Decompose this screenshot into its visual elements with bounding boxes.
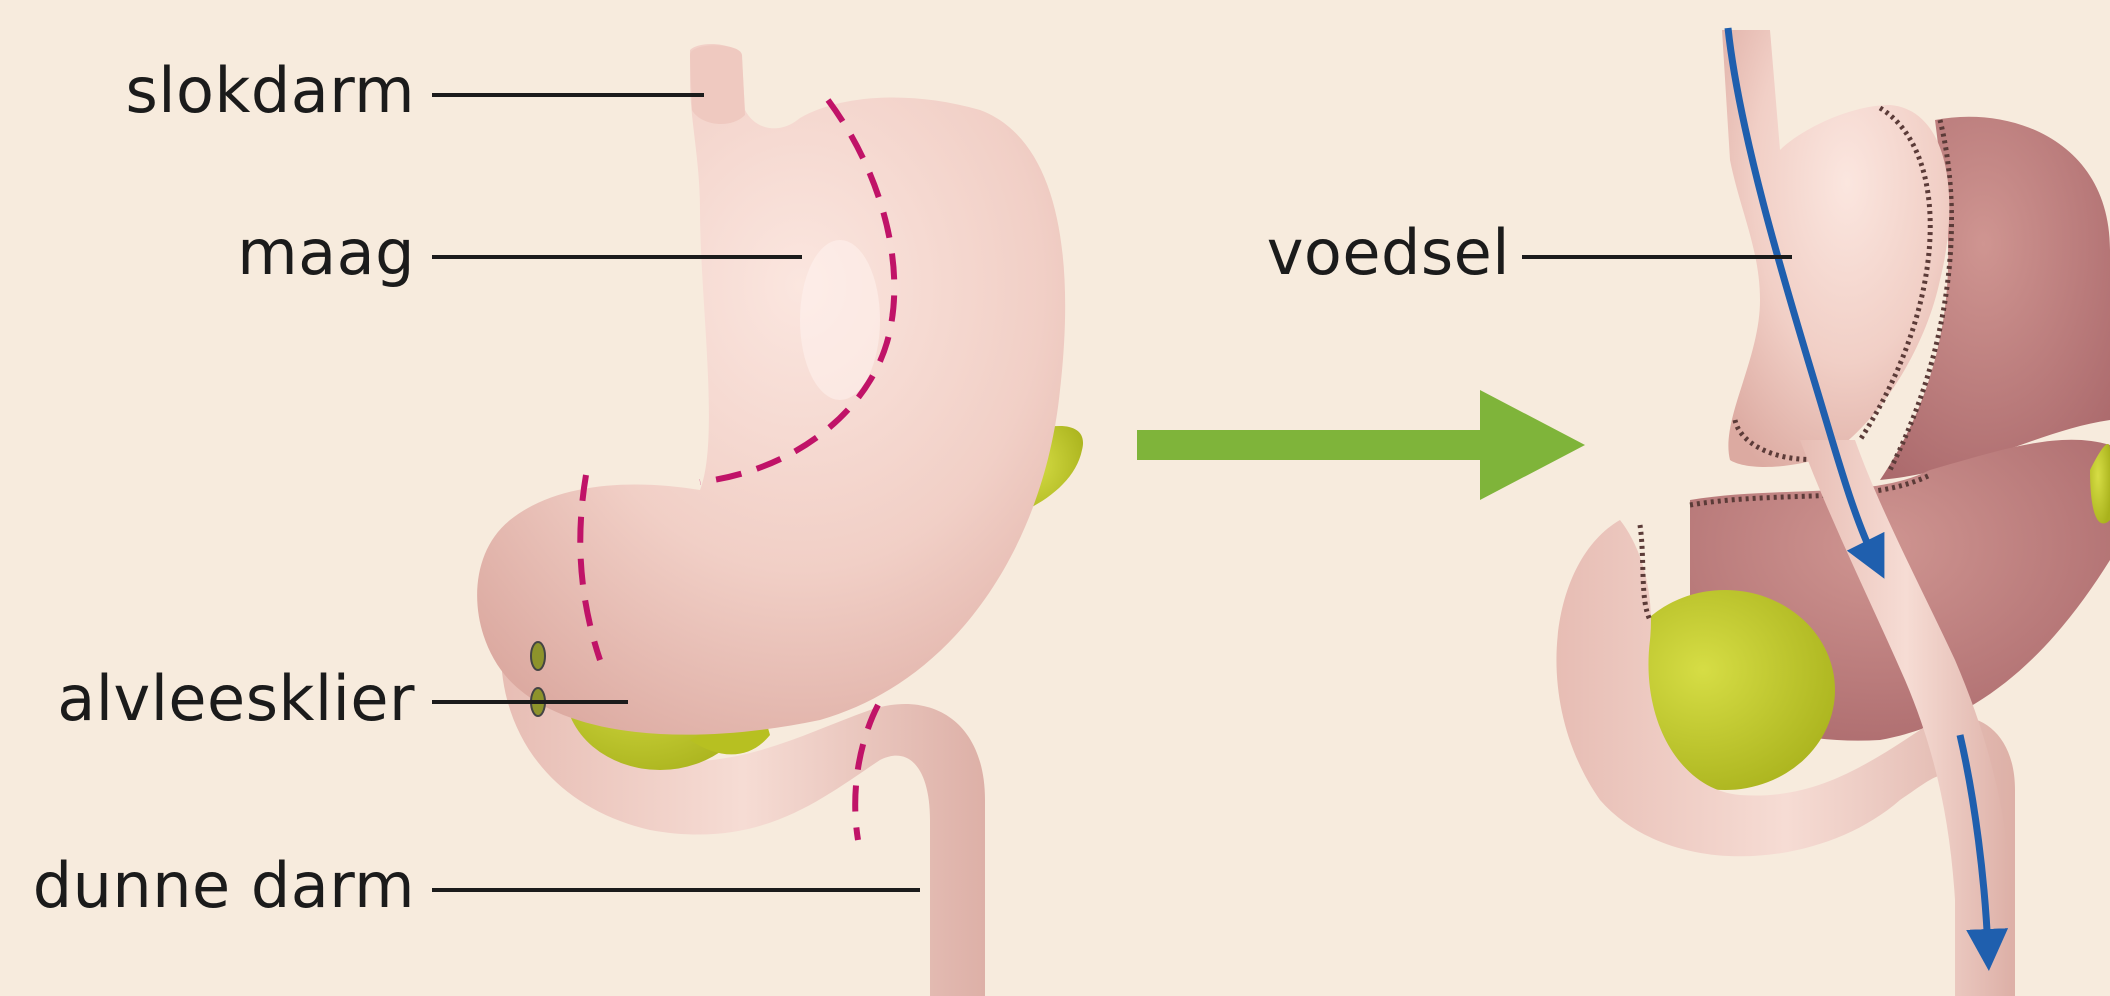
leader-slokdarm xyxy=(432,93,704,97)
label-dunne-darm: dunne darm xyxy=(33,855,415,917)
leader-alvleesklier xyxy=(432,700,628,704)
label-slokdarm: slokdarm xyxy=(125,60,415,122)
label-voedsel: voedsel xyxy=(1267,222,1510,284)
esophagus-shape xyxy=(690,45,745,124)
gastric-pouch-shape xyxy=(1722,30,1949,467)
stomach-shape xyxy=(477,44,1065,735)
transition-arrow xyxy=(1137,390,1585,500)
leader-dunne-darm xyxy=(432,888,920,892)
leader-maag xyxy=(432,255,802,259)
left-anatomy xyxy=(477,44,1083,996)
label-alvleesklier: alvleesklier xyxy=(57,668,415,730)
leader-voedsel xyxy=(1522,255,1792,259)
right-anatomy xyxy=(1556,28,2110,996)
label-maag: maag xyxy=(237,222,415,284)
